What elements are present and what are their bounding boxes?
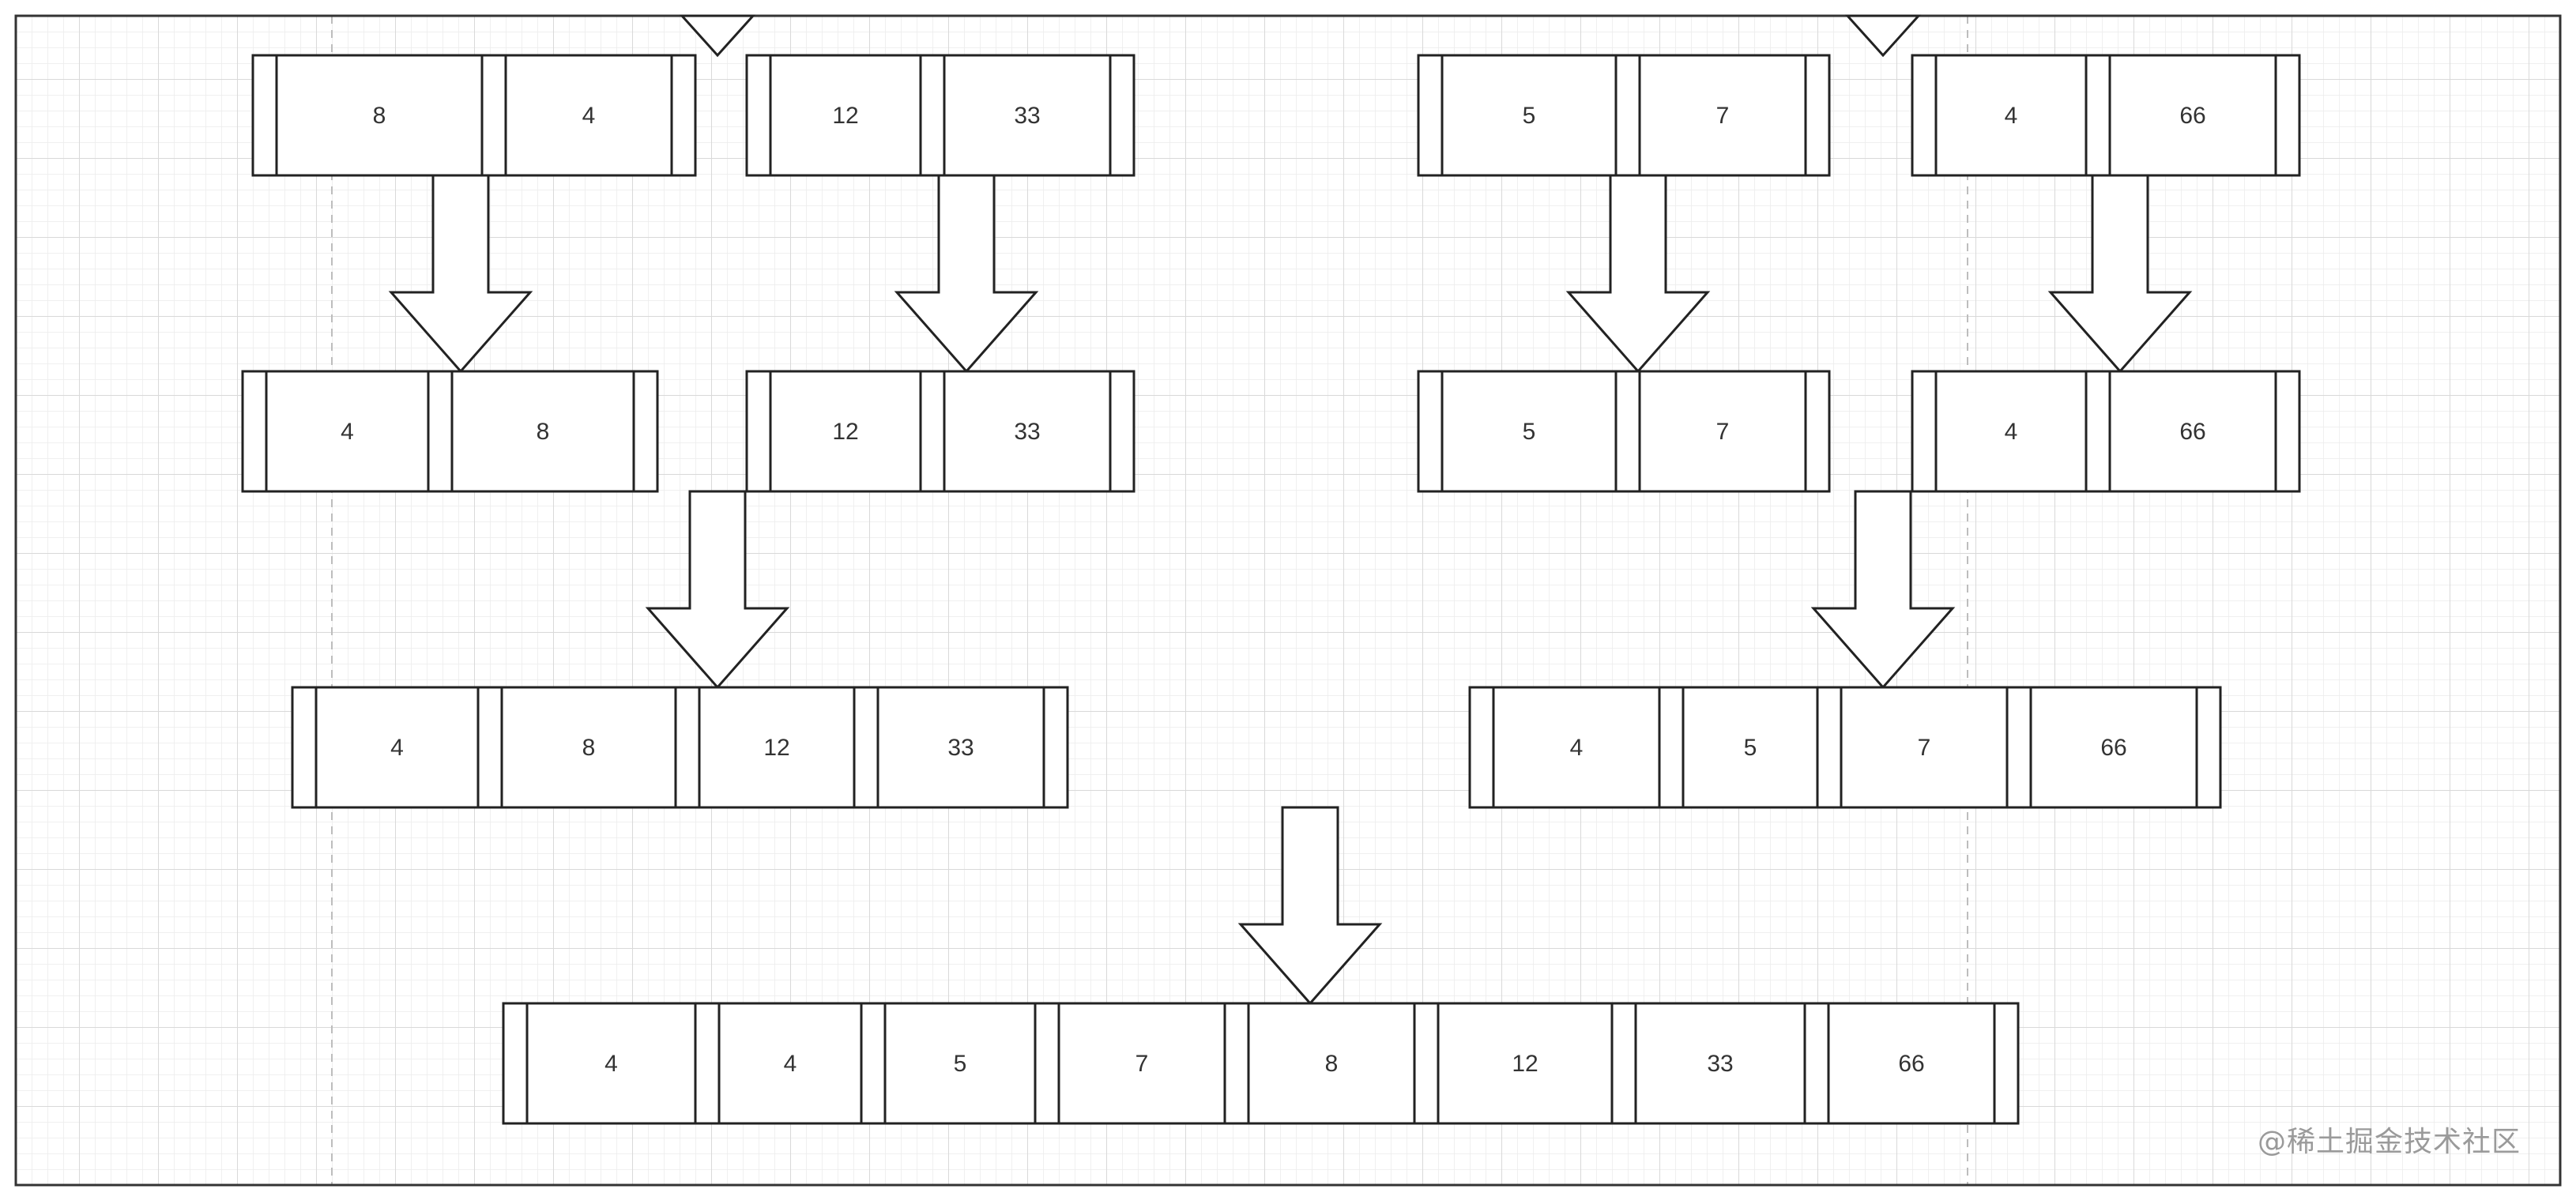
array-block: 4 4 5 7 8 12 33 66	[502, 1002, 2020, 1125]
array-cell	[480, 54, 673, 177]
array-cell	[476, 686, 677, 809]
cell-value: 4	[1570, 735, 1584, 761]
array-block: 12 33	[745, 370, 1135, 493]
array-cell	[1223, 1002, 1416, 1125]
down-arrow	[645, 490, 790, 690]
array-cell	[919, 54, 1112, 177]
cell-value: 66	[2179, 419, 2205, 445]
array-cell	[2085, 54, 2277, 177]
array-cell	[853, 686, 1045, 809]
array-cell	[1417, 370, 1618, 493]
block-end-cap	[1109, 54, 1135, 177]
array-cell	[674, 686, 856, 809]
cell-value: 66	[2179, 103, 2205, 129]
cell-value: 8	[537, 419, 550, 445]
cell-value: 8	[582, 735, 596, 761]
cell-value: 12	[763, 735, 789, 761]
down-arrow	[1565, 174, 1711, 374]
array-cell	[1610, 1002, 1806, 1125]
block-end-cap	[2274, 370, 2301, 493]
array-cell	[427, 370, 635, 493]
cell-value: 12	[832, 103, 858, 129]
block-end-cap	[1804, 54, 1831, 177]
block-end-cap	[1804, 370, 1831, 493]
array-block: 4 8 12 33	[291, 686, 1069, 809]
cell-value: 4	[784, 1051, 797, 1077]
cell-value: 5	[1523, 103, 1536, 129]
array-cell	[1468, 686, 1661, 809]
array-block: 4 5 7 66	[1468, 686, 2222, 809]
down-arrow-tip	[679, 14, 756, 58]
down-arrow	[388, 174, 533, 374]
array-cell	[241, 370, 430, 493]
array-block: 4 66	[1911, 370, 2301, 493]
arrows-layer	[388, 14, 2193, 1006]
block-end-cap	[632, 370, 659, 493]
cell-value: 33	[1707, 1051, 1733, 1077]
block-end-cap	[2274, 54, 2301, 177]
cell-value: 5	[1744, 735, 1757, 761]
array-cell	[745, 370, 922, 493]
cell-value: 66	[2100, 735, 2126, 761]
down-arrow	[1810, 490, 1956, 690]
array-cell	[1911, 54, 2088, 177]
cell-value: 7	[1135, 1051, 1149, 1077]
array-cell	[1417, 54, 1618, 177]
array-cell	[1614, 54, 1807, 177]
block-end-cap	[2195, 686, 2222, 809]
cell-value: 8	[373, 103, 386, 129]
cell-value: 5	[954, 1051, 967, 1077]
array-cell	[502, 1002, 697, 1125]
block-end-cap	[1993, 1002, 2020, 1125]
cell-value: 33	[947, 735, 974, 761]
array-cell	[251, 54, 484, 177]
array-block: 4 66	[1911, 54, 2301, 177]
cell-value: 66	[1898, 1051, 1924, 1077]
down-arrow	[894, 174, 1039, 374]
array-cell	[1034, 1002, 1226, 1125]
array-cell	[291, 686, 480, 809]
cell-value: 4	[2005, 419, 2018, 445]
cell-value: 4	[341, 419, 354, 445]
block-end-cap	[670, 54, 697, 177]
watermark: @稀土掘金技术社区	[2257, 1126, 2521, 1158]
down-arrow-tip	[1844, 14, 1922, 58]
cell-value: 12	[832, 419, 858, 445]
array-cell	[1658, 686, 1819, 809]
cell-value: 5	[1523, 419, 1536, 445]
cell-value: 7	[1918, 735, 1931, 761]
array-cell	[1911, 370, 2088, 493]
cell-value: 7	[1716, 419, 1730, 445]
cell-value: 4	[604, 1051, 618, 1077]
canvas-frame	[14, 14, 2562, 1187]
cell-value: 7	[1716, 103, 1730, 129]
cell-value: 8	[1325, 1051, 1339, 1077]
cell-value: 33	[1014, 419, 1040, 445]
cell-value: 33	[1014, 103, 1040, 129]
array-cell	[919, 370, 1112, 493]
block-end-cap	[1042, 686, 1069, 809]
array-cell	[1816, 686, 2009, 809]
array-cell	[2005, 686, 2198, 809]
cell-value: 12	[1512, 1051, 1538, 1077]
array-cell	[860, 1002, 1037, 1125]
cell-value: 4	[582, 103, 596, 129]
cell-value: 4	[390, 735, 404, 761]
array-cell	[1614, 370, 1807, 493]
array-cell	[2085, 370, 2277, 493]
array-block: 12 33	[745, 54, 1135, 177]
down-arrow	[2047, 174, 2193, 374]
block-end-cap	[1109, 370, 1135, 493]
down-arrow	[1237, 806, 1383, 1006]
cell-value: 4	[2005, 103, 2018, 129]
